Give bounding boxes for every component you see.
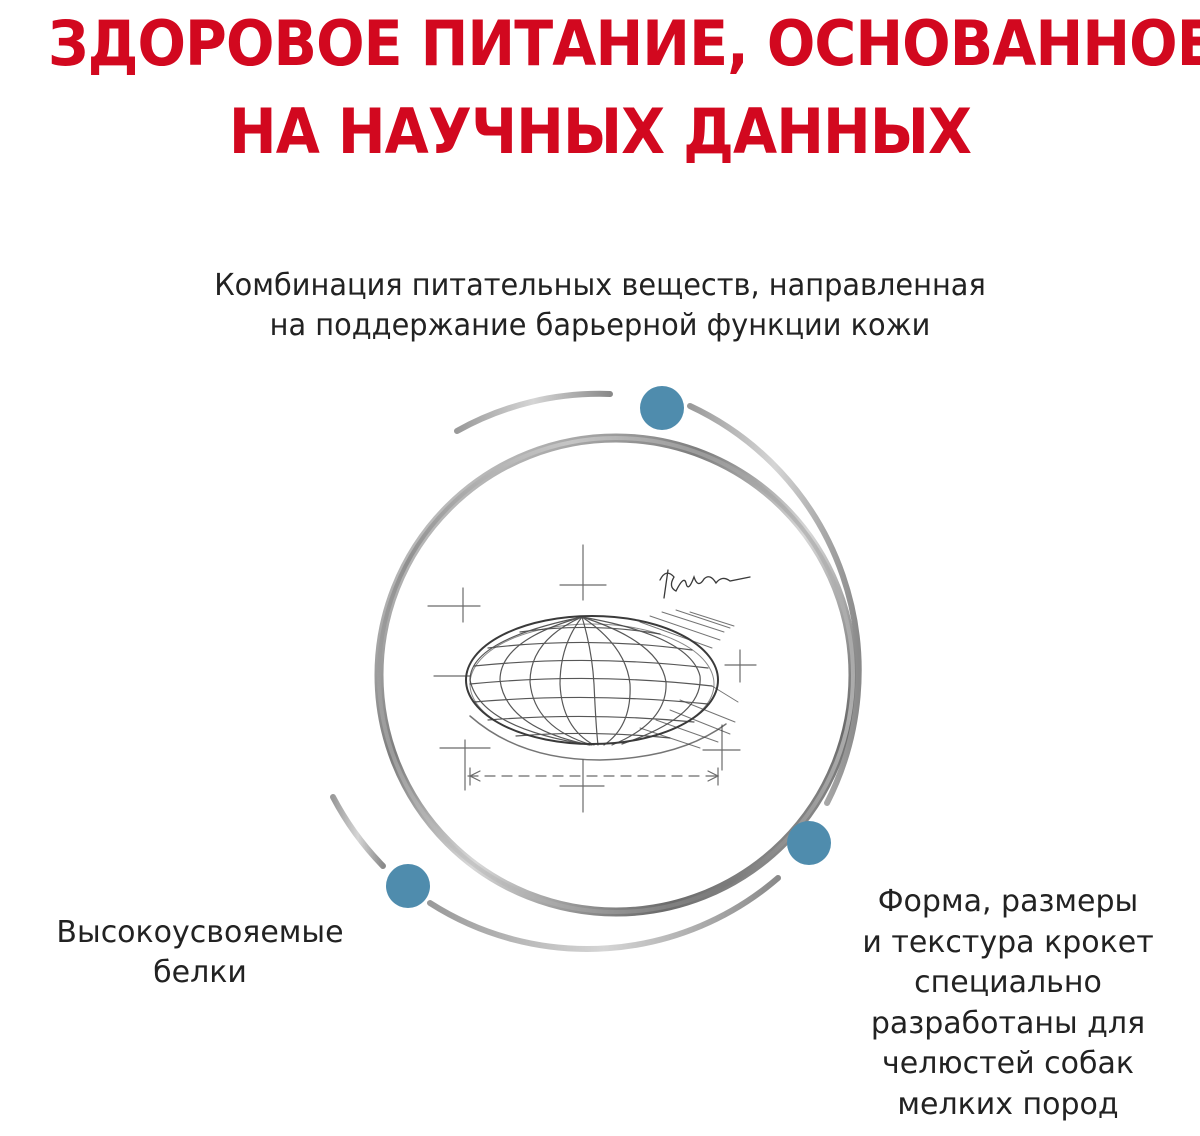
caption-proteins: Высокоусвояемые белки [10, 913, 390, 993]
caption-kibble-line-3: специально [914, 965, 1102, 1000]
outer-arc-top-left [454, 390, 613, 434]
dot-markers [386, 386, 831, 908]
kibble-sketch-icon [427, 544, 757, 813]
outer-arc-lower-left [330, 794, 386, 869]
outer-arc-bottom [427, 875, 781, 952]
headline-line-2: НА НАУЧНЫХ ДАННЫХ [228, 95, 972, 168]
caption-kibble-line-6: мелких пород [897, 1086, 1119, 1122]
outer-arcs [330, 390, 862, 952]
caption-proteins-line-1: Высокоусвояемые [56, 915, 344, 950]
caption-kibble-line-2: и текстура крокет [862, 924, 1154, 960]
inner-ring [374, 433, 858, 917]
headline-line-1: ЗДОРОВОЕ ПИТАНИЕ, ОСНОВАННОЕ [48, 7, 1200, 80]
dot-marker-icon [386, 864, 430, 908]
outer-arc-right [687, 403, 862, 806]
dot-marker-icon [787, 821, 831, 865]
caption-kibble-shape: Форма, размеры и текстура крокет специал… [818, 882, 1198, 1125]
caption-kibble-line-1: Форма, размеры [877, 884, 1139, 919]
caption-kibble-line-5: челюстей собак [882, 1046, 1134, 1081]
caption-kibble-line-4: разработаны для [870, 1005, 1146, 1041]
caption-proteins-line-2: белки [153, 955, 247, 990]
page-headline: ЗДОРОВОЕ ПИТАНИЕ, ОСНОВАННОЕ НА НАУЧНЫХ … [48, 0, 1200, 176]
caption-nutrients: Комбинация питательных веществ, направле… [168, 266, 1032, 346]
caption-nutrients-line-1: Комбинация питательных веществ, направле… [214, 268, 986, 303]
caption-nutrients-line-2: на поддержание барьерной функции кожи [269, 308, 931, 343]
dot-marker-icon [640, 386, 684, 430]
